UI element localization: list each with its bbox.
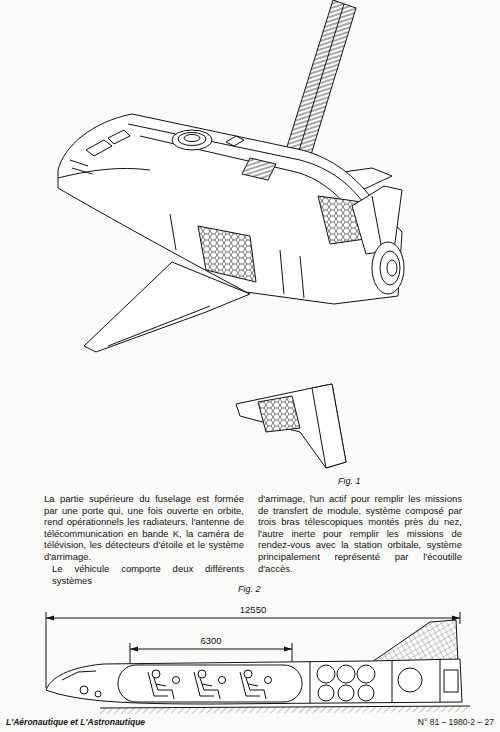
tank (317, 665, 335, 683)
body-honeycomb (198, 226, 256, 282)
radiator-panel-grid (242, 158, 276, 180)
body-paragraph: La partie supérieure du fuselage est for… (44, 493, 244, 563)
crew-figure (219, 677, 226, 684)
crew-figure (265, 677, 272, 684)
antenna (226, 136, 244, 146)
engine-nozzle (387, 260, 397, 276)
docking-ring (178, 133, 206, 146)
extension-line (46, 612, 47, 688)
dimension-line (46, 618, 460, 619)
engine-block (444, 670, 458, 692)
orbiter-perspective (58, 0, 404, 468)
nose-equipment (80, 686, 88, 694)
dimension-label: 6300 (198, 635, 223, 647)
fuselage (58, 114, 402, 304)
wing-cutaway (258, 396, 300, 432)
elevon-line (108, 306, 210, 346)
fuselage-side (46, 659, 462, 704)
tank (338, 685, 354, 701)
crew-figure (173, 677, 180, 684)
journal-name: L'Aéronautique et L'Astronautique (6, 717, 145, 729)
wing-section (236, 384, 346, 468)
crew-figure (194, 670, 226, 699)
tail-fin (372, 620, 458, 662)
wing-honeycomb (258, 396, 300, 432)
engine-nozzle (372, 242, 404, 294)
engine-nozzle (380, 251, 400, 285)
issue-number: N° 81 – 1980-2 – 27 (418, 717, 494, 729)
wing-winglet (312, 384, 346, 468)
crew-figures (148, 670, 272, 699)
body-cutaway (198, 226, 256, 282)
dimension-label: 12550 (238, 604, 268, 616)
tank (398, 668, 422, 692)
crew-figure (198, 670, 206, 678)
orbiter-section (46, 612, 470, 714)
crew-figure (240, 672, 260, 696)
tank (357, 665, 375, 683)
crew-cabin (118, 665, 302, 702)
dimension-line (130, 649, 292, 650)
body-paragraph: Le véhicule comporte deux différents sys… (52, 563, 244, 586)
fin-grid (372, 620, 458, 662)
tank (337, 665, 355, 683)
cargo-door-line (128, 124, 366, 206)
bulkhead (310, 660, 440, 703)
dimension-arrow (130, 647, 292, 652)
runway (100, 706, 470, 714)
radiator-door (286, 0, 356, 158)
nose-line (58, 168, 150, 178)
tank (318, 685, 334, 701)
window-frame (70, 160, 92, 174)
winglet-line (372, 196, 382, 250)
cockpit-window (108, 130, 130, 144)
nose-equipment (95, 691, 101, 697)
body-paragraph: d'arrimage, l'un actif pour remplir les … (258, 493, 462, 574)
figure-caption: Fig. 2 (238, 584, 261, 596)
crew-figure (240, 670, 272, 699)
nose-window (62, 671, 96, 680)
radiator-panel (242, 158, 276, 180)
dimension-arrow (46, 616, 460, 621)
crew-figure (194, 672, 214, 696)
door-edge (298, 4, 344, 154)
cockpit-window (86, 140, 112, 156)
docking-ring (172, 130, 212, 150)
radiator-hatching (286, 0, 356, 158)
docking-ring (184, 135, 200, 142)
runway-line (100, 706, 470, 708)
tank (358, 685, 374, 701)
figure-caption: Fig. 1 (338, 476, 361, 488)
crew-figure (152, 670, 160, 678)
crew-figure (148, 670, 180, 699)
crew-figure (148, 672, 168, 696)
near-wing (84, 262, 250, 352)
crew-figure (244, 670, 252, 678)
